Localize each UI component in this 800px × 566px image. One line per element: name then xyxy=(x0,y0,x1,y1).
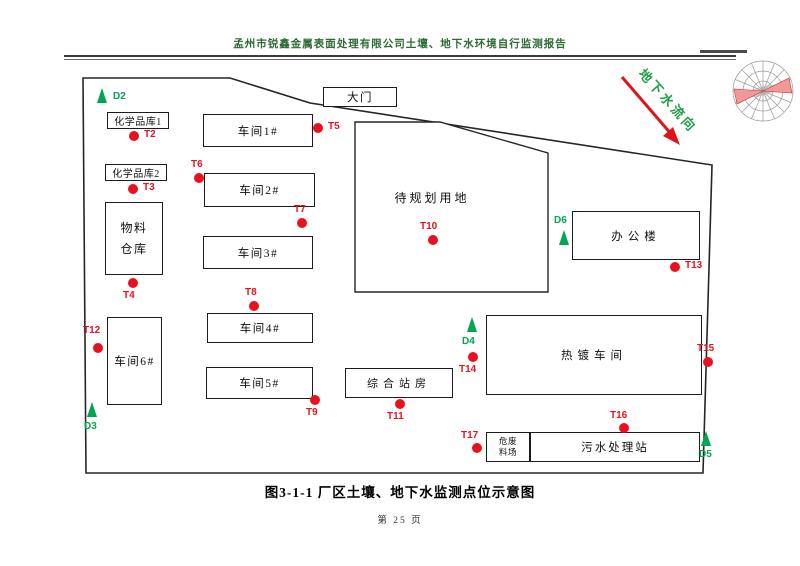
building-comprehensive-station: 综合站房 xyxy=(345,368,453,398)
soil-point-t8-dot xyxy=(249,301,259,311)
soil-point-t4-dot xyxy=(128,278,138,288)
building-hazardous-waste-yard: 危废 料场 xyxy=(486,432,530,462)
water-point-d2-label: D2 xyxy=(113,91,126,102)
soil-point-t13-dot xyxy=(670,262,680,272)
planned-land-outline xyxy=(354,121,549,293)
soil-point-t14-dot xyxy=(468,352,478,362)
soil-point-t7-label: T7 xyxy=(294,204,306,215)
building-sewage-treatment-station: 污水处理站 xyxy=(530,432,700,462)
soil-point-t10-label: T10 xyxy=(420,221,438,232)
soil-point-t8-label: T8 xyxy=(245,287,257,298)
water-point-d2-triangle xyxy=(97,88,107,103)
soil-point-t3-dot xyxy=(128,184,138,194)
soil-point-t11-dot xyxy=(395,399,405,409)
building-gate: 大门 xyxy=(323,87,397,107)
soil-point-t12-dot xyxy=(93,343,103,353)
groundwater-flow-arrow xyxy=(620,76,680,145)
water-point-d5-triangle xyxy=(701,431,711,446)
soil-point-t10-dot xyxy=(428,235,438,245)
water-point-d3-triangle xyxy=(87,402,97,417)
building-workshop-3: 车间3# xyxy=(203,236,313,269)
soil-point-t5-dot xyxy=(313,123,323,133)
building-workshop-6: 车间6# xyxy=(107,317,162,405)
soil-point-t5-label: T5 xyxy=(328,121,340,132)
water-point-d5-label: D5 xyxy=(699,449,712,460)
water-point-d6-label: D6 xyxy=(554,215,567,226)
wind-rose xyxy=(732,60,794,122)
soil-point-t4-label: T4 xyxy=(123,290,135,301)
page-number: 第 25 页 xyxy=(377,516,423,526)
soil-point-t12-label: T12 xyxy=(83,325,101,336)
soil-point-t3-label: T3 xyxy=(143,182,155,193)
water-point-d4-label: D4 xyxy=(462,336,475,347)
soil-point-t15-label: T15 xyxy=(697,343,715,354)
soil-point-t7-dot xyxy=(297,218,307,228)
header-rule xyxy=(64,55,736,60)
soil-point-t2-label: T2 xyxy=(144,129,156,140)
building-workshop-1: 车间1# xyxy=(203,114,313,147)
water-point-d4-triangle xyxy=(467,317,477,332)
soil-point-t11-label: T11 xyxy=(387,411,404,422)
building-chem-store-2: 化学品库2 xyxy=(105,164,167,181)
building-material-warehouse: 物料 仓库 xyxy=(105,202,163,275)
building-office: 办公楼 xyxy=(572,211,700,260)
soil-point-t16-label: T16 xyxy=(610,410,628,421)
building-workshop-2: 车间2# xyxy=(204,173,315,207)
soil-point-t6-dot xyxy=(194,173,204,183)
soil-point-t17-label: T17 xyxy=(461,430,479,441)
soil-point-t17-dot xyxy=(472,443,482,453)
soil-point-t14-label: T14 xyxy=(459,364,477,375)
building-chem-store-1: 化学品库1 xyxy=(107,112,169,129)
water-point-d6-triangle xyxy=(559,230,569,245)
soil-point-t2-dot xyxy=(129,131,139,141)
report-header-title: 孟州市锐鑫金属表面处理有限公司土壤、地下水环境自行监测报告 xyxy=(233,39,567,50)
site-boundary xyxy=(82,77,713,474)
figure-caption: 图3-1-1 厂区土壤、地下水监测点位示意图 xyxy=(264,485,536,500)
planned-land-label: 待规划用地 xyxy=(394,191,470,205)
scale-bar xyxy=(700,50,747,53)
soil-point-t6-label: T6 xyxy=(191,159,203,170)
building-hot-plating-workshop: 热镀车间 xyxy=(486,315,702,395)
soil-point-t9-dot xyxy=(310,395,320,405)
soil-point-t15-dot xyxy=(703,357,713,367)
water-point-d3-label: D3 xyxy=(84,421,97,432)
soil-point-t9-label: T9 xyxy=(306,407,318,418)
soil-point-t13-label: T13 xyxy=(685,260,703,271)
soil-point-t16-dot xyxy=(619,423,629,433)
building-workshop-5: 车间5# xyxy=(206,367,313,399)
building-workshop-4: 车间4# xyxy=(207,313,313,343)
